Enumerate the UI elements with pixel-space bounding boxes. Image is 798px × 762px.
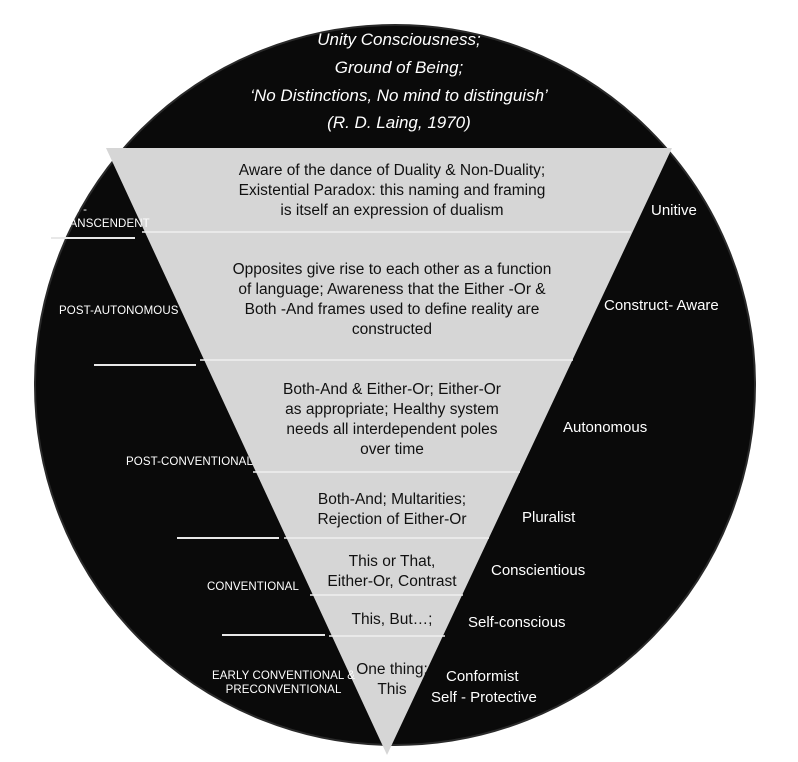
level-text-line: One thing: <box>356 661 428 678</box>
tier-label-early-conventional: EARLY CONVENTIONAL & PRECONVENTIONAL <box>212 669 355 697</box>
tier-label-line: EGO - <box>54 204 88 216</box>
level-text-line: Both -And frames used to define reality … <box>244 301 540 318</box>
level-text-line: over time <box>360 441 424 458</box>
stage-label-construct-aware: Construct- Aware <box>604 297 719 314</box>
tier-label-line: CONVENTIONAL <box>207 581 299 593</box>
level-text-pluralist: Both-And; Multarities; Rejection of Eith… <box>267 490 517 530</box>
level-text-line: Opposites give rise to each other as a f… <box>232 261 552 278</box>
tier-divider <box>177 537 279 539</box>
stage-label-unitive: Unitive <box>651 202 697 219</box>
level-text-line: as appropriate; Healthy system <box>285 401 499 418</box>
tier-label-post-autonomous: POST-AUTONOMOUS <box>59 304 179 318</box>
title-line-4: (R. D. Laing, 1970) <box>327 113 471 132</box>
level-text-line: is itself an expression of dualism <box>280 202 504 219</box>
tier-label-line: TRANSCENDENT <box>54 218 150 230</box>
level-text-line: This or That, <box>348 553 436 570</box>
level-text-line: of language; Awareness that the Either -… <box>238 281 546 298</box>
level-text-line: needs all interdependent poles <box>286 421 498 438</box>
tier-label-conventional: CONVENTIONAL <box>207 580 299 594</box>
tier-divider <box>94 364 196 366</box>
level-text-line: This <box>377 681 407 698</box>
level-text-line: Both-And; Multarities; <box>317 491 467 508</box>
tier-label-ego-transcendent: EGO - TRANSCENDENT <box>54 203 150 231</box>
level-text-conscientious: This or That, Either-Or, Contrast <box>292 552 492 592</box>
stage-label-pluralist: Pluralist <box>522 509 576 526</box>
tier-label-line: EARLY CONVENTIONAL & <box>212 670 356 682</box>
tier-label-line: POST-AUTONOMOUS <box>59 305 179 317</box>
tier-label-line: POST-CONVENTIONAL <box>126 456 253 468</box>
stage-label-conscientious: Conscientious <box>491 562 586 579</box>
band-dividers <box>142 231 631 637</box>
stage-label-conformist: Conformist <box>446 668 519 685</box>
level-text-line: Either-Or, Contrast <box>327 573 457 590</box>
level-text-unitive: Aware of the dance of Duality & Non-Dual… <box>187 161 597 221</box>
inverted-triangle <box>106 148 672 755</box>
level-text-self-conscious: This, But…; <box>312 610 472 630</box>
level-text-autonomous: Both-And & Either-Or; Either-Or as appro… <box>237 380 547 460</box>
title-line-1: Unity Consciousness; <box>317 30 481 49</box>
level-text-line: Existential Paradox: this naming and fra… <box>238 182 546 199</box>
level-text-line: Rejection of Either-Or <box>317 511 467 528</box>
tier-label-line: PRECONVENTIONAL <box>225 684 342 696</box>
level-text-line: Aware of the dance of Duality & Non-Dual… <box>238 162 546 179</box>
stage-label-autonomous: Autonomous <box>563 419 648 436</box>
title-line-2: Ground of Being; <box>334 58 464 77</box>
stage-label-self-conscious: Self-conscious <box>468 614 566 631</box>
title-line-3: ‘No Distinctions, No mind to distinguish… <box>250 86 548 105</box>
tier-label-post-conventional: POST-CONVENTIONAL <box>126 455 253 469</box>
tier-divider <box>222 634 325 636</box>
level-text-conformist: One thing: This <box>332 660 452 700</box>
level-text-line: This, But…; <box>351 611 433 628</box>
level-text-line: constructed <box>351 321 433 338</box>
level-text-line: Both-And & Either-Or; Either-Or <box>283 381 501 398</box>
tier-divider <box>51 237 135 239</box>
stage-label-self-protective: Self - Protective <box>431 689 537 706</box>
level-text-construct-aware: Opposites give rise to each other as a f… <box>187 260 597 340</box>
